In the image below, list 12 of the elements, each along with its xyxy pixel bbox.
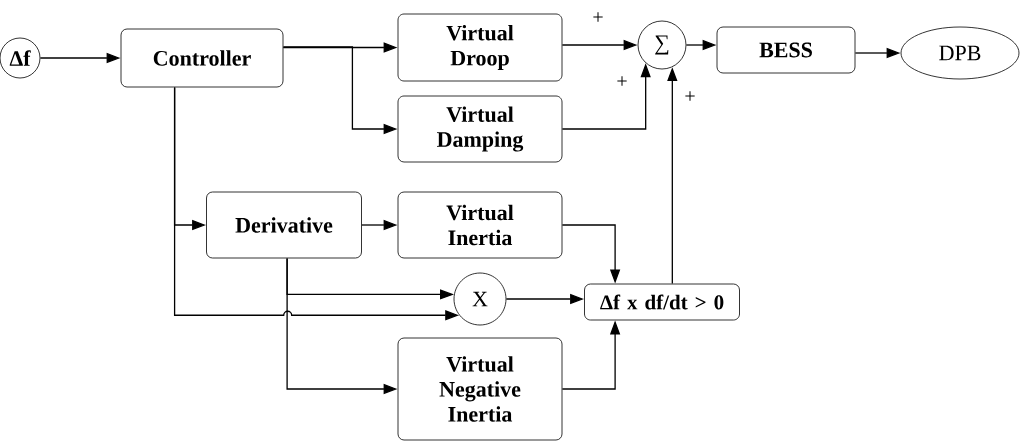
edge-label: + (593, 12, 603, 22)
condition-box: Δf x df/dt > 0 (584, 283, 740, 321)
summing-junction: ∑ (637, 20, 687, 70)
process-box: Controller (120, 28, 284, 88)
edge-label: + (685, 91, 695, 101)
process-box: BESS (716, 26, 856, 74)
process-box: Virtual Negative Inertia (397, 337, 563, 441)
process-box: Virtual Damping (397, 95, 563, 163)
process-box: Derivative (206, 191, 362, 259)
process-box: Virtual Droop (397, 13, 563, 82)
edge-label: + (617, 76, 627, 86)
process-box: Virtual Inertia (397, 191, 563, 259)
